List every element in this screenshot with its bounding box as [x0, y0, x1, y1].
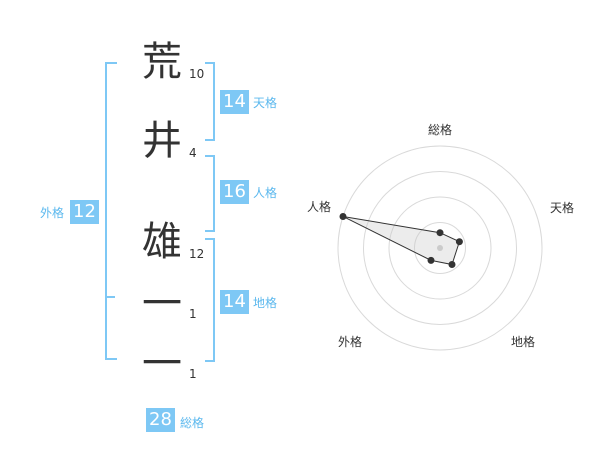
radar-center — [437, 245, 443, 251]
jinkaku-value: 16 — [220, 180, 249, 204]
stroke-count-5: 1 — [189, 367, 197, 381]
radar-ring-2 — [388, 196, 492, 300]
chikaku-value: 14 — [220, 290, 249, 314]
radar-point-0 — [436, 229, 444, 237]
name-char-3: 雄 — [142, 219, 182, 265]
outer-bracket — [105, 62, 117, 360]
stroke-count-2: 4 — [189, 146, 197, 160]
chikaku-label: 地格 — [253, 296, 278, 310]
radar-ring-3 — [363, 171, 517, 325]
tenkaku-label: 天格 — [253, 96, 278, 110]
tenkaku-value: 14 — [220, 90, 249, 114]
jinkaku-label: 人格 — [253, 186, 278, 200]
stroke-count-1: 10 — [189, 67, 205, 81]
radar-point-4 — [339, 212, 347, 220]
name-char-5: 一 — [142, 341, 182, 387]
soukaku-label: 総格 — [180, 416, 205, 430]
radar-axis-label-2: 地格 — [511, 335, 536, 349]
gaikaku-value: 12 — [70, 200, 99, 224]
radar-point-3 — [427, 256, 435, 264]
radar-series-polygon — [342, 215, 461, 266]
jinkaku-bracket — [205, 155, 215, 232]
chikaku-bracket — [205, 238, 215, 362]
stroke-count-4: 1 — [189, 307, 197, 321]
radar-point-1 — [455, 238, 463, 246]
radar-axis-label-1: 天格 — [550, 201, 575, 215]
gaikaku-label: 外格 — [40, 206, 65, 220]
radar-point-2 — [448, 261, 456, 269]
tenkaku-bracket — [205, 62, 215, 141]
radar-axis-label-3: 外格 — [338, 335, 363, 349]
divider-tick-left — [105, 296, 115, 298]
radar-axis-label-4: 人格 — [307, 200, 332, 214]
radar-axis-label-0: 総格 — [428, 123, 453, 137]
name-char-4: 一 — [142, 281, 182, 327]
name-char-1: 荒 — [142, 39, 182, 85]
radar-ring-4 — [337, 145, 543, 351]
name-char-2: 井 — [142, 118, 182, 164]
soukaku-value: 28 — [146, 408, 175, 432]
stroke-count-3: 12 — [189, 247, 205, 261]
radar-ring-1 — [414, 222, 466, 274]
